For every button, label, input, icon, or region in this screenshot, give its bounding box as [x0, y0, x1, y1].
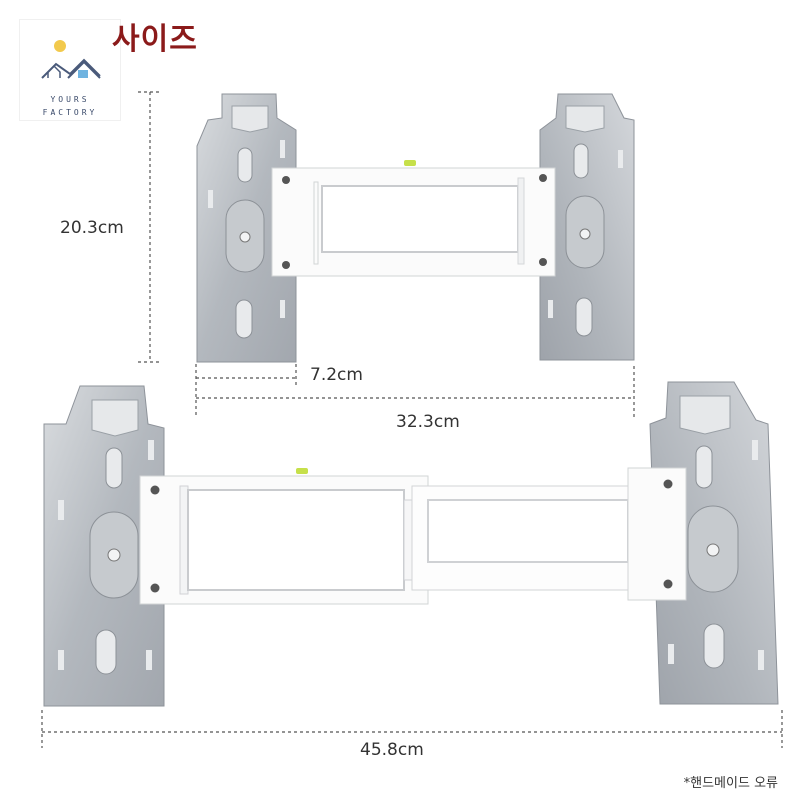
lower-right-plate	[649, 381, 779, 705]
logo-line2: FACTORY	[42, 108, 98, 117]
height-label: 20.3cm	[60, 218, 124, 238]
brand-logo: YOURS FACTORY	[20, 20, 120, 120]
upper-frame	[271, 160, 556, 277]
logo-line1: YOURS	[50, 95, 90, 104]
upper-right-plate	[539, 93, 635, 361]
plate-width-label: 7.2cm	[310, 365, 363, 385]
large-width-label: 45.8cm	[360, 740, 424, 760]
page-title: 사이즈	[112, 22, 198, 57]
dimension-lines	[41, 91, 783, 748]
small-width-label: 32.3cm	[396, 412, 460, 432]
house-with-sun-icon	[41, 40, 101, 79]
lower-left-plate	[43, 385, 165, 707]
lower-frame	[139, 467, 687, 605]
upper-left-plate	[196, 93, 297, 363]
handmade-note: *핸드메이드 오류	[683, 776, 778, 791]
